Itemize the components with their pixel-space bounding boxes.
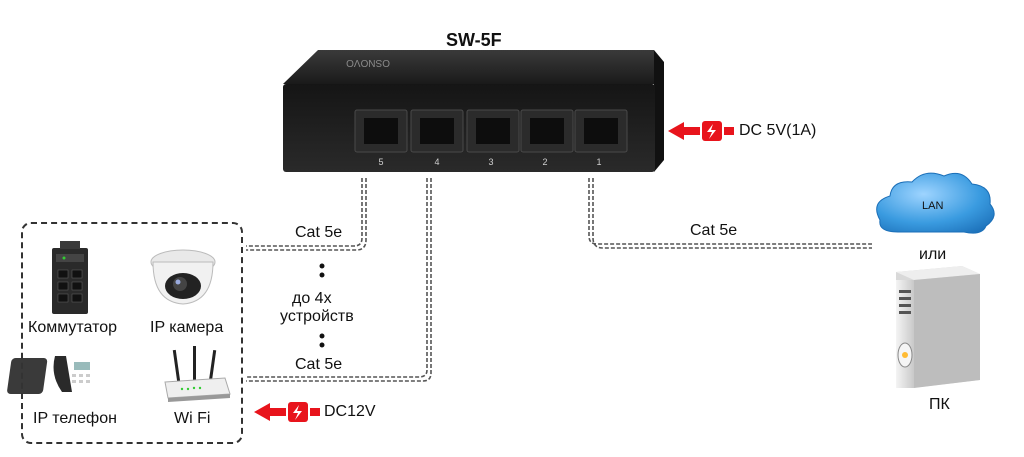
switch-device: OSNOVO 5 4 3 2 1 (283, 50, 664, 172)
pc-label: ПК (929, 396, 950, 413)
switch-brand: OSNOVO (346, 57, 390, 68)
port-label-5: 5 (378, 157, 383, 167)
device-label-ip-camera: IP камера (150, 319, 224, 336)
switch-model-title: SW-5F (446, 30, 502, 50)
dome-camera-icon (150, 249, 216, 305)
port-label-3: 3 (488, 157, 493, 167)
cables (246, 178, 872, 382)
cable-label-top-left: Cat 5e (295, 224, 343, 241)
or-label: или (919, 246, 947, 263)
ellipsis-dots (319, 263, 325, 348)
switch-power-label: DC 5V(1A) (739, 122, 817, 139)
device-label-wifi: Wi Fi (174, 410, 211, 427)
device-power-label: DC12V (324, 403, 376, 420)
switch-power-arrow (668, 121, 734, 141)
port-label-2: 2 (542, 157, 547, 167)
device-label-ip-phone: IP телефон (33, 410, 117, 427)
ip-phone-icon (7, 356, 90, 394)
cable-label-bottom-left: Cat 5e (295, 356, 343, 373)
device-count-line2: устройств (280, 308, 354, 325)
port-label-1: 1 (596, 157, 601, 167)
pc-tower-icon (896, 266, 980, 388)
device-count-line1: до 4х (292, 290, 332, 307)
network-switch-icon (52, 241, 88, 314)
cable-label-right: Cat 5e (690, 222, 738, 239)
wifi-router-icon (164, 346, 231, 402)
lan-cloud-label: LAN (922, 200, 944, 212)
end-devices-box (21, 222, 243, 444)
device-power-arrow (254, 402, 320, 422)
lan-cloud-icon (876, 172, 995, 234)
port-label-4: 4 (434, 157, 439, 167)
device-label-switch: Коммутатор (28, 319, 118, 336)
